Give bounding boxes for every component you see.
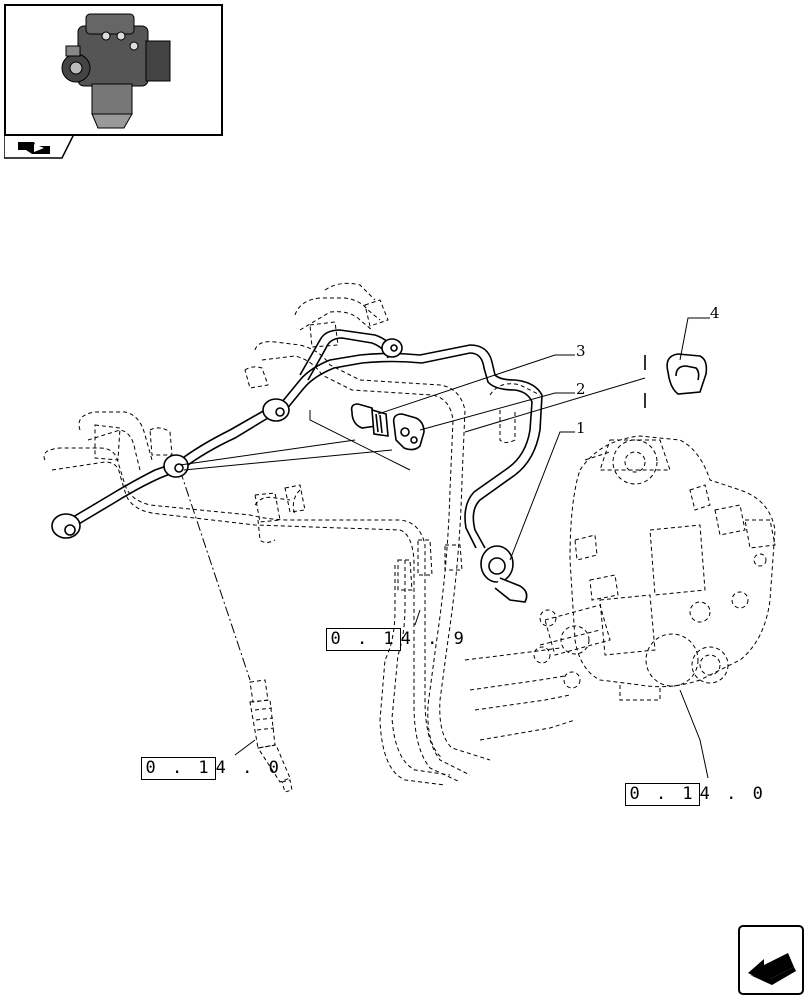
reference-left-rest: 4 . 0 bbox=[215, 758, 282, 778]
callout-1: 1 bbox=[576, 419, 586, 437]
reference-right-rest: 4 . 0 bbox=[699, 784, 766, 804]
reference-left-boxed: 0 . 1 bbox=[141, 757, 216, 780]
axis-line bbox=[179, 469, 251, 681]
reference-upper-boxed: 0 . 1 bbox=[326, 628, 401, 651]
next-page-arrow-icon[interactable] bbox=[738, 925, 804, 995]
callout-4: 4 bbox=[710, 304, 720, 322]
callout-3: 3 bbox=[576, 342, 586, 360]
callout-2: 2 bbox=[576, 380, 586, 398]
engine-thumbnail bbox=[4, 4, 223, 136]
engine-thumbnail-icon bbox=[61, 13, 171, 129]
sealing-washer-part bbox=[392, 413, 425, 451]
hollow-screw-part bbox=[350, 403, 389, 437]
assembly-lines bbox=[179, 410, 411, 471]
book-pointer-icon[interactable] bbox=[4, 134, 76, 160]
reference-right-boxed: 0 . 1 bbox=[625, 783, 700, 806]
reference-upper-rest: 4 . 9 bbox=[400, 629, 467, 649]
banjo-fittings bbox=[51, 338, 528, 603]
injector-phantom bbox=[249, 679, 293, 793]
phantom-injector-lines bbox=[43, 282, 576, 786]
injection-pump-phantom bbox=[533, 435, 776, 701]
pipe-clip-part bbox=[666, 353, 708, 395]
fuel-leak-off-pipe bbox=[67, 329, 543, 549]
callout-leaders bbox=[234, 317, 710, 779]
